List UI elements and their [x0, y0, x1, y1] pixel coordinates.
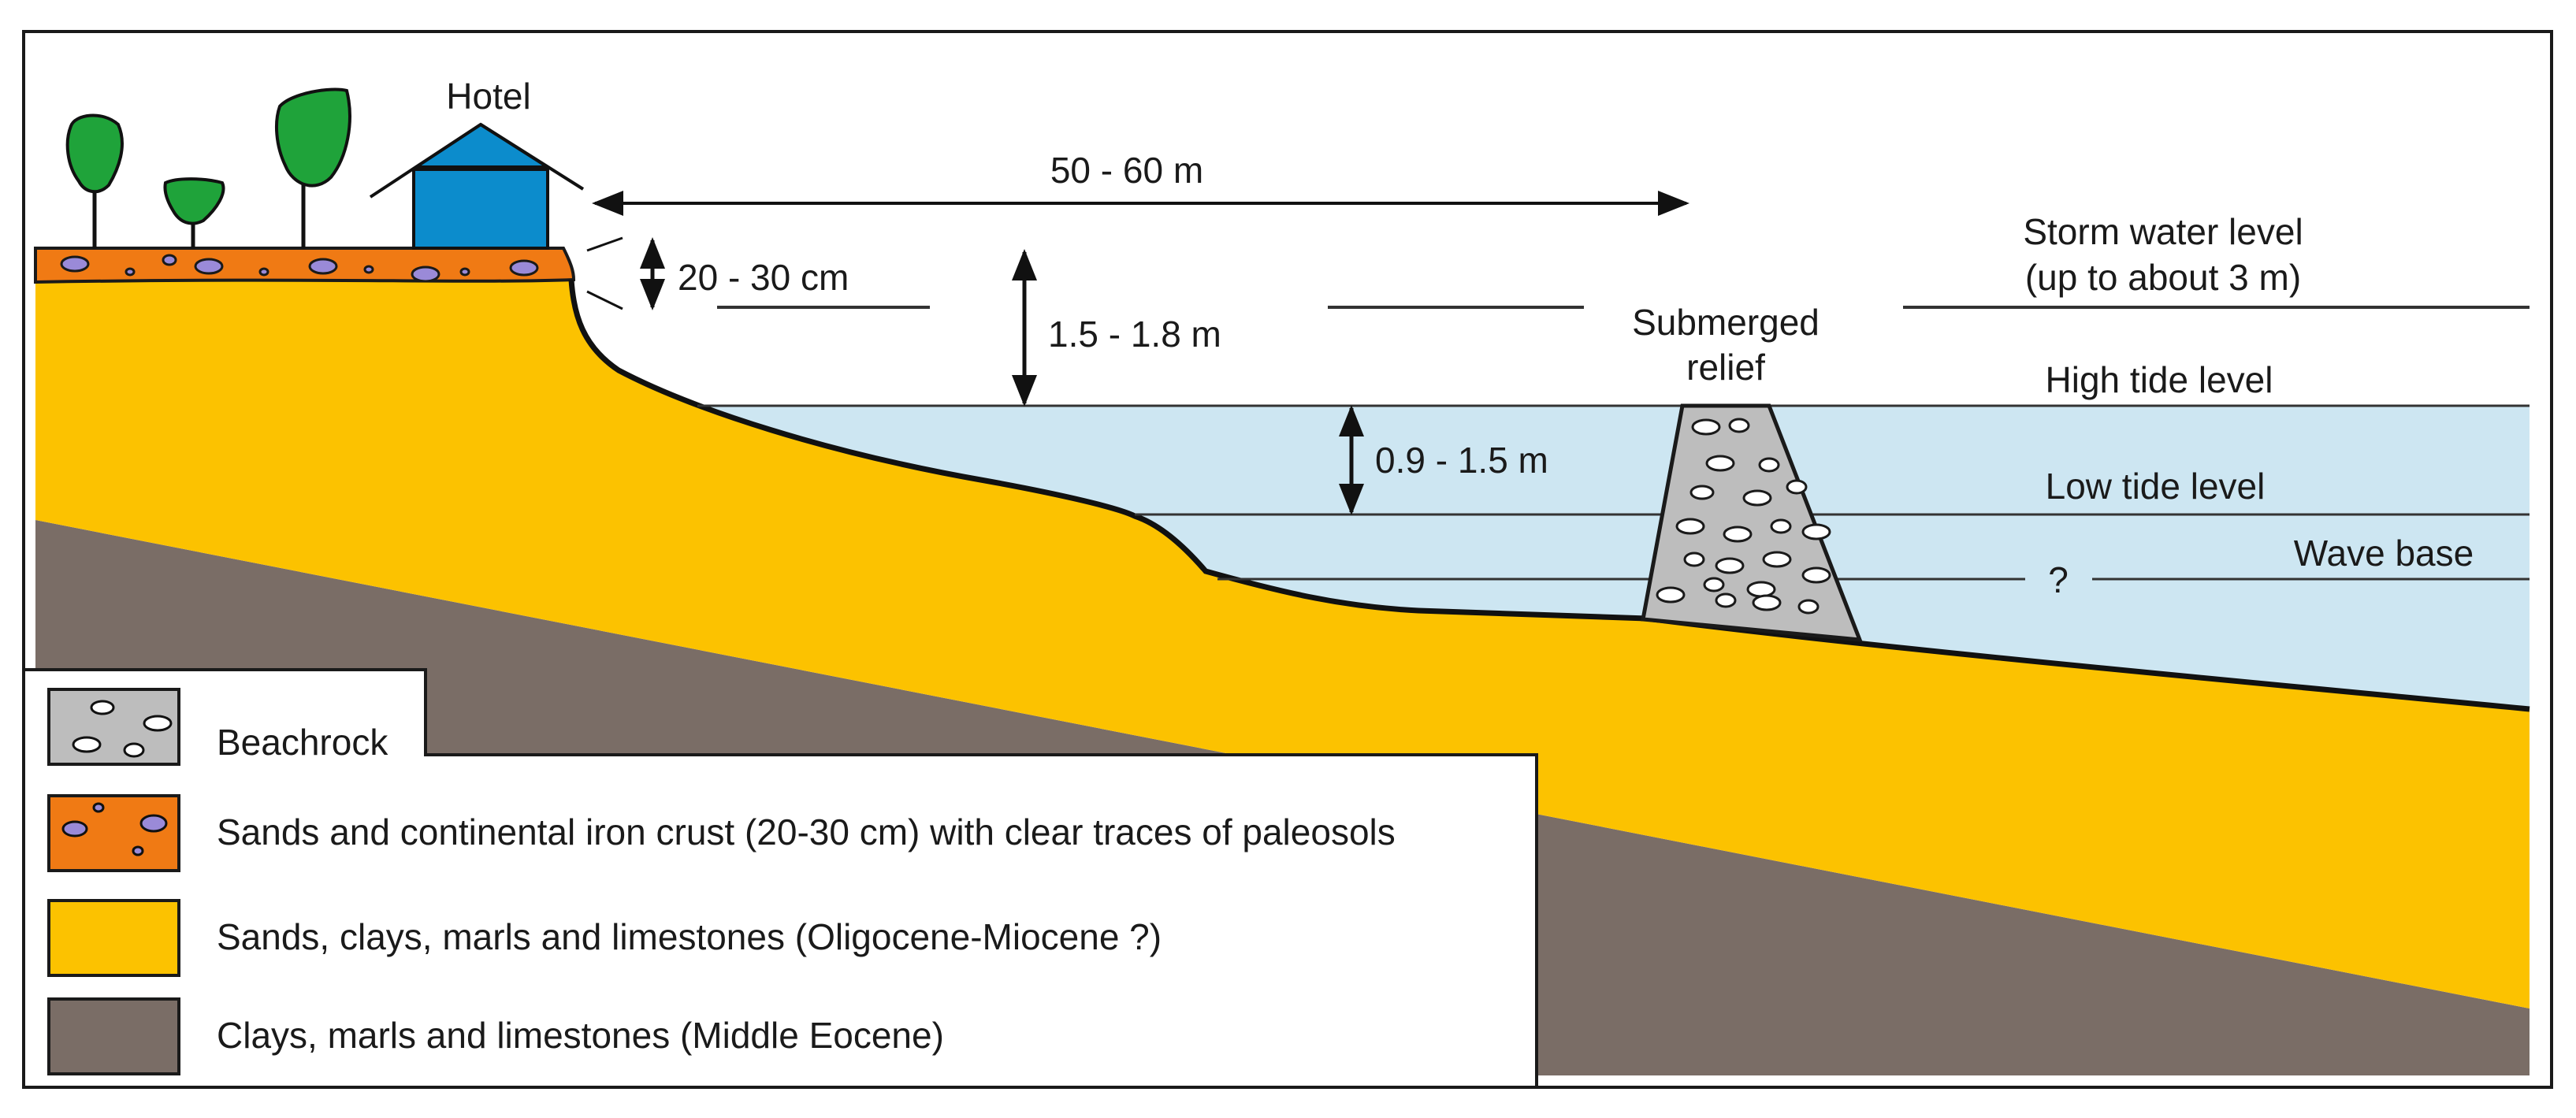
legend-label-clays: Clays, marls and limestones (Middle Eoce… [217, 1015, 944, 1056]
legend-item-sands: Sands, clays, marls and limestones (Olig… [47, 899, 1162, 977]
distance-label: 50 - 60 m [1050, 150, 1203, 191]
wave-base-label: Wave base [2294, 533, 2474, 574]
iron-crust-layer [34, 247, 576, 284]
legend-box [22, 668, 1538, 1089]
legend-swatch-clays [47, 997, 180, 1075]
tree-icon [275, 87, 351, 248]
storm-to-high-label: 1.5 - 1.8 m [1048, 314, 1221, 355]
hotel-label: Hotel [446, 76, 530, 117]
submerged-label-line2: relief [1686, 347, 1765, 388]
beachrock-pebbles [1656, 418, 1831, 615]
legend-item-beachrock: Beachrock [47, 688, 388, 766]
legend-label-beachrock: Beachrock [217, 722, 388, 763]
sea-water [697, 406, 2530, 709]
tree-icon [163, 177, 225, 248]
legend-item-clays: Clays, marls and limestones (Middle Eoce… [47, 997, 944, 1075]
crust-guide-bottom [586, 290, 623, 310]
wave-base-unknown-mark: ? [2048, 559, 2069, 600]
storm-level-label-line1: Storm water level [2023, 211, 2303, 252]
low-tide-label: Low tide level [2046, 466, 2266, 507]
shore-profile-line [568, 279, 2530, 712]
legend: Beachrock Sands and continental iron cru… [22, 668, 1538, 1089]
high-tide-label: High tide level [2046, 359, 2273, 400]
storm-level-label-line2: (up to about 3 m) [2025, 257, 2301, 298]
legend-item-iron-crust: Sands and continental iron crust (20-30 … [47, 794, 1396, 872]
legend-label-iron-crust: Sands and continental iron crust (20-30 … [217, 812, 1396, 852]
tree-icon [65, 113, 124, 248]
legend-swatch-sands [47, 899, 180, 977]
hotel-icon [369, 122, 585, 250]
submerged-label-line1: Submerged [1632, 302, 1820, 343]
legend-label-sands: Sands, clays, marls and limestones (Olig… [217, 916, 1162, 957]
legend-swatch-beachrock [47, 688, 180, 766]
submerged-beachrock [1641, 403, 1863, 642]
crust-thickness-label: 20 - 30 cm [678, 257, 849, 298]
sands-layer [35, 280, 2530, 1008]
iron-crust-pebbles [60, 254, 539, 283]
tidal-range-label: 0.9 - 1.5 m [1375, 440, 1548, 481]
crust-guide-top [586, 236, 623, 252]
